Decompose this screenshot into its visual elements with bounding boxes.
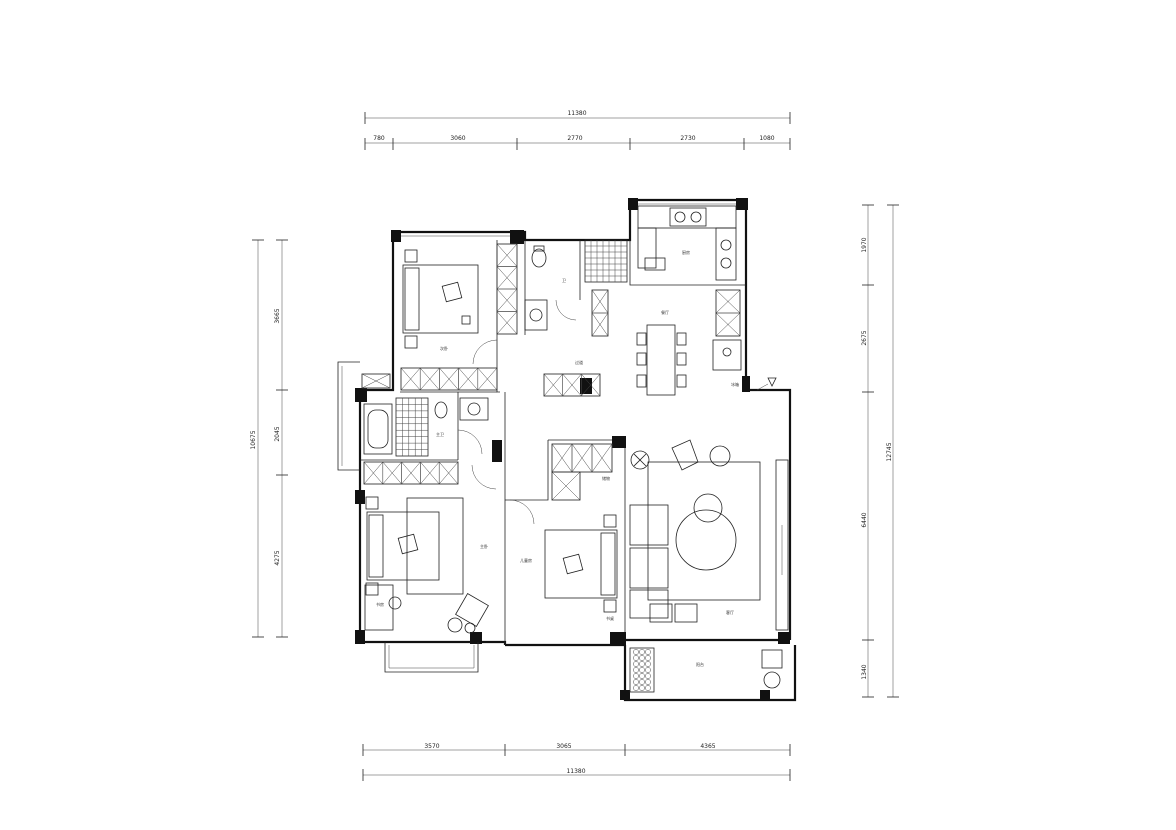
balconies [337,203,736,673]
walls [358,198,797,702]
left-seg-2: 2045 [274,426,281,441]
label-study: 书房 [376,601,384,607]
label-fridge: 冰箱 [731,381,739,387]
label-storage: 储物 [602,475,610,481]
left-seg-3: 4275 [274,550,281,565]
label-children-room: 儿童房 [520,557,532,563]
children-bedroom-bed [544,514,618,613]
shower-tiles-upper [585,240,627,282]
top-seg-1: 780 [373,135,385,142]
balcony-planters [633,649,651,691]
top-dimensions: 11380 780 3060 2770 2730 1080 [364,110,791,150]
label-second-bedroom: 次卧 [440,345,448,351]
label-bathroom-upper: 卫 [562,278,566,283]
right-seg-3: 6440 [861,512,868,527]
top-seg-3: 2770 [567,135,582,142]
right-dimensions: 1970 2675 6440 1340 12745 [861,204,899,698]
master-bedroom-bed [365,496,464,596]
right-seg-4: 1340 [861,664,868,679]
label-balcony: 阳台 [696,661,704,667]
label-kitchen: 厨房 [682,249,690,255]
right-seg-2: 2675 [861,330,868,345]
bottom-dimensions: 3570 3065 4365 11380 [362,743,791,781]
top-seg-5: 1080 [759,135,774,142]
study-furniture [364,584,489,634]
room-labels: 次卧 卫 厨房 餐厅 过道 主卫 书房 主卧 儿童房 客厅 阳台 书桌 储物 冰… [376,249,739,667]
label-desk: 书桌 [606,615,614,621]
doors [457,299,777,525]
left-dimensions: 10675 3665 2045 4275 [250,239,288,638]
label-living-room: 客厅 [726,609,734,615]
label-corridor: 过道 [575,359,583,365]
top-seg-4: 2730 [680,135,695,142]
label-dining: 餐厅 [661,309,669,315]
top-total-label: 11380 [567,110,586,117]
left-total-label: 10675 [250,430,257,449]
bottom-seg-3: 4365 [700,743,715,750]
bathroom-upper [524,239,628,331]
right-seg-1: 1970 [861,237,868,252]
bottom-total-label: 11380 [566,768,585,775]
dining [636,324,742,396]
label-master-bedroom: 主卧 [480,543,488,549]
left-seg-1: 3665 [274,308,281,323]
living-room [629,439,789,631]
bottom-seg-1: 3570 [424,743,439,750]
balcony-furniture [629,647,783,693]
label-bathroom-main: 主卫 [436,431,444,437]
bathroom-main [363,397,489,457]
right-total-label: 12745 [886,442,893,461]
kitchen [637,205,737,281]
wardrobes [361,243,741,501]
top-seg-2: 3060 [450,135,465,142]
pillars [355,198,790,700]
bottom-seg-2: 3065 [556,743,571,750]
second-bedroom-bed [402,249,479,349]
shower-tiles-main [396,398,428,456]
